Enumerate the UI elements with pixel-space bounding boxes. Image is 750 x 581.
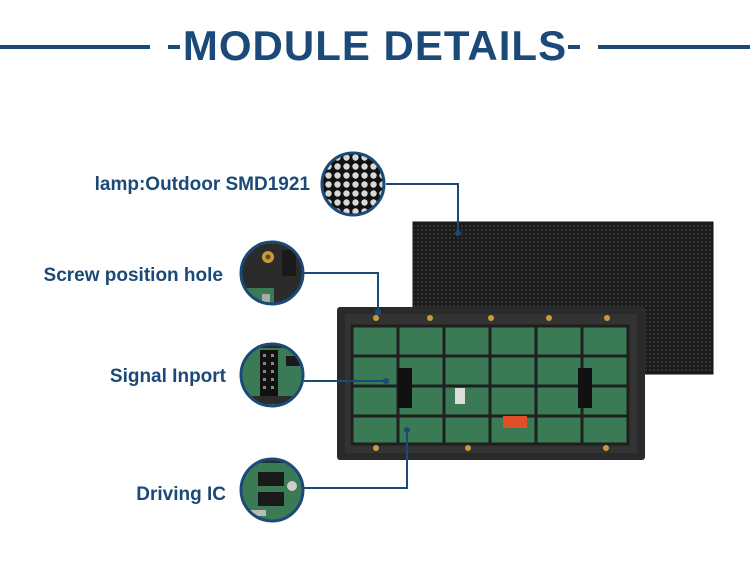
label-lamp: lamp:Outdoor SMD1921	[94, 174, 310, 195]
module-back	[337, 307, 645, 460]
page-title: MODULE DETAILS	[182, 22, 568, 69]
callout-driving-ic	[239, 457, 305, 523]
title-dash-right	[568, 45, 580, 49]
callout-signal	[239, 342, 305, 408]
title-rule-left	[0, 45, 150, 49]
label-driving: Driving IC	[136, 484, 226, 505]
callout-screw	[239, 240, 305, 306]
title-rule-right	[598, 45, 750, 49]
callout-lamp	[320, 151, 386, 217]
title-dash-left	[168, 45, 180, 49]
label-screw: Screw position hole	[43, 265, 223, 286]
label-signal: Signal Inport	[109, 366, 226, 387]
